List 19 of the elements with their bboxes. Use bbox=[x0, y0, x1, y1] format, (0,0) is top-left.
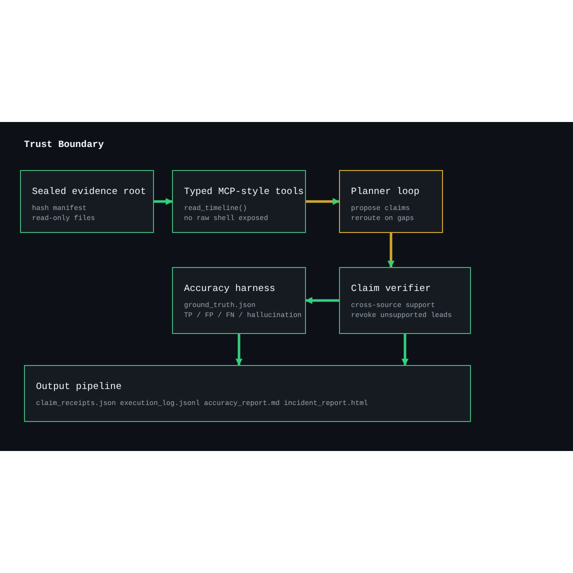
arrow bbox=[306, 198, 340, 205]
box-heading: Sealed evidence root bbox=[32, 186, 146, 197]
arrow bbox=[402, 334, 408, 366]
box-heading: Output pipeline bbox=[36, 381, 122, 392]
process-box bbox=[24, 365, 471, 422]
arrow bbox=[388, 233, 394, 268]
process-box bbox=[172, 267, 306, 334]
box-heading: Accuracy harness bbox=[184, 283, 276, 294]
process-box bbox=[20, 170, 154, 233]
arrow bbox=[305, 297, 339, 304]
diagram-title: Trust Boundary bbox=[24, 139, 104, 150]
arrow bbox=[154, 198, 173, 205]
process-box bbox=[339, 267, 471, 334]
box-heading: Typed MCP-style tools bbox=[184, 186, 304, 197]
process-box bbox=[339, 170, 443, 233]
box-heading: Claim verifier bbox=[351, 283, 431, 294]
arrow bbox=[236, 334, 242, 366]
process-box bbox=[172, 170, 306, 233]
box-heading: Planner loop bbox=[351, 186, 420, 197]
